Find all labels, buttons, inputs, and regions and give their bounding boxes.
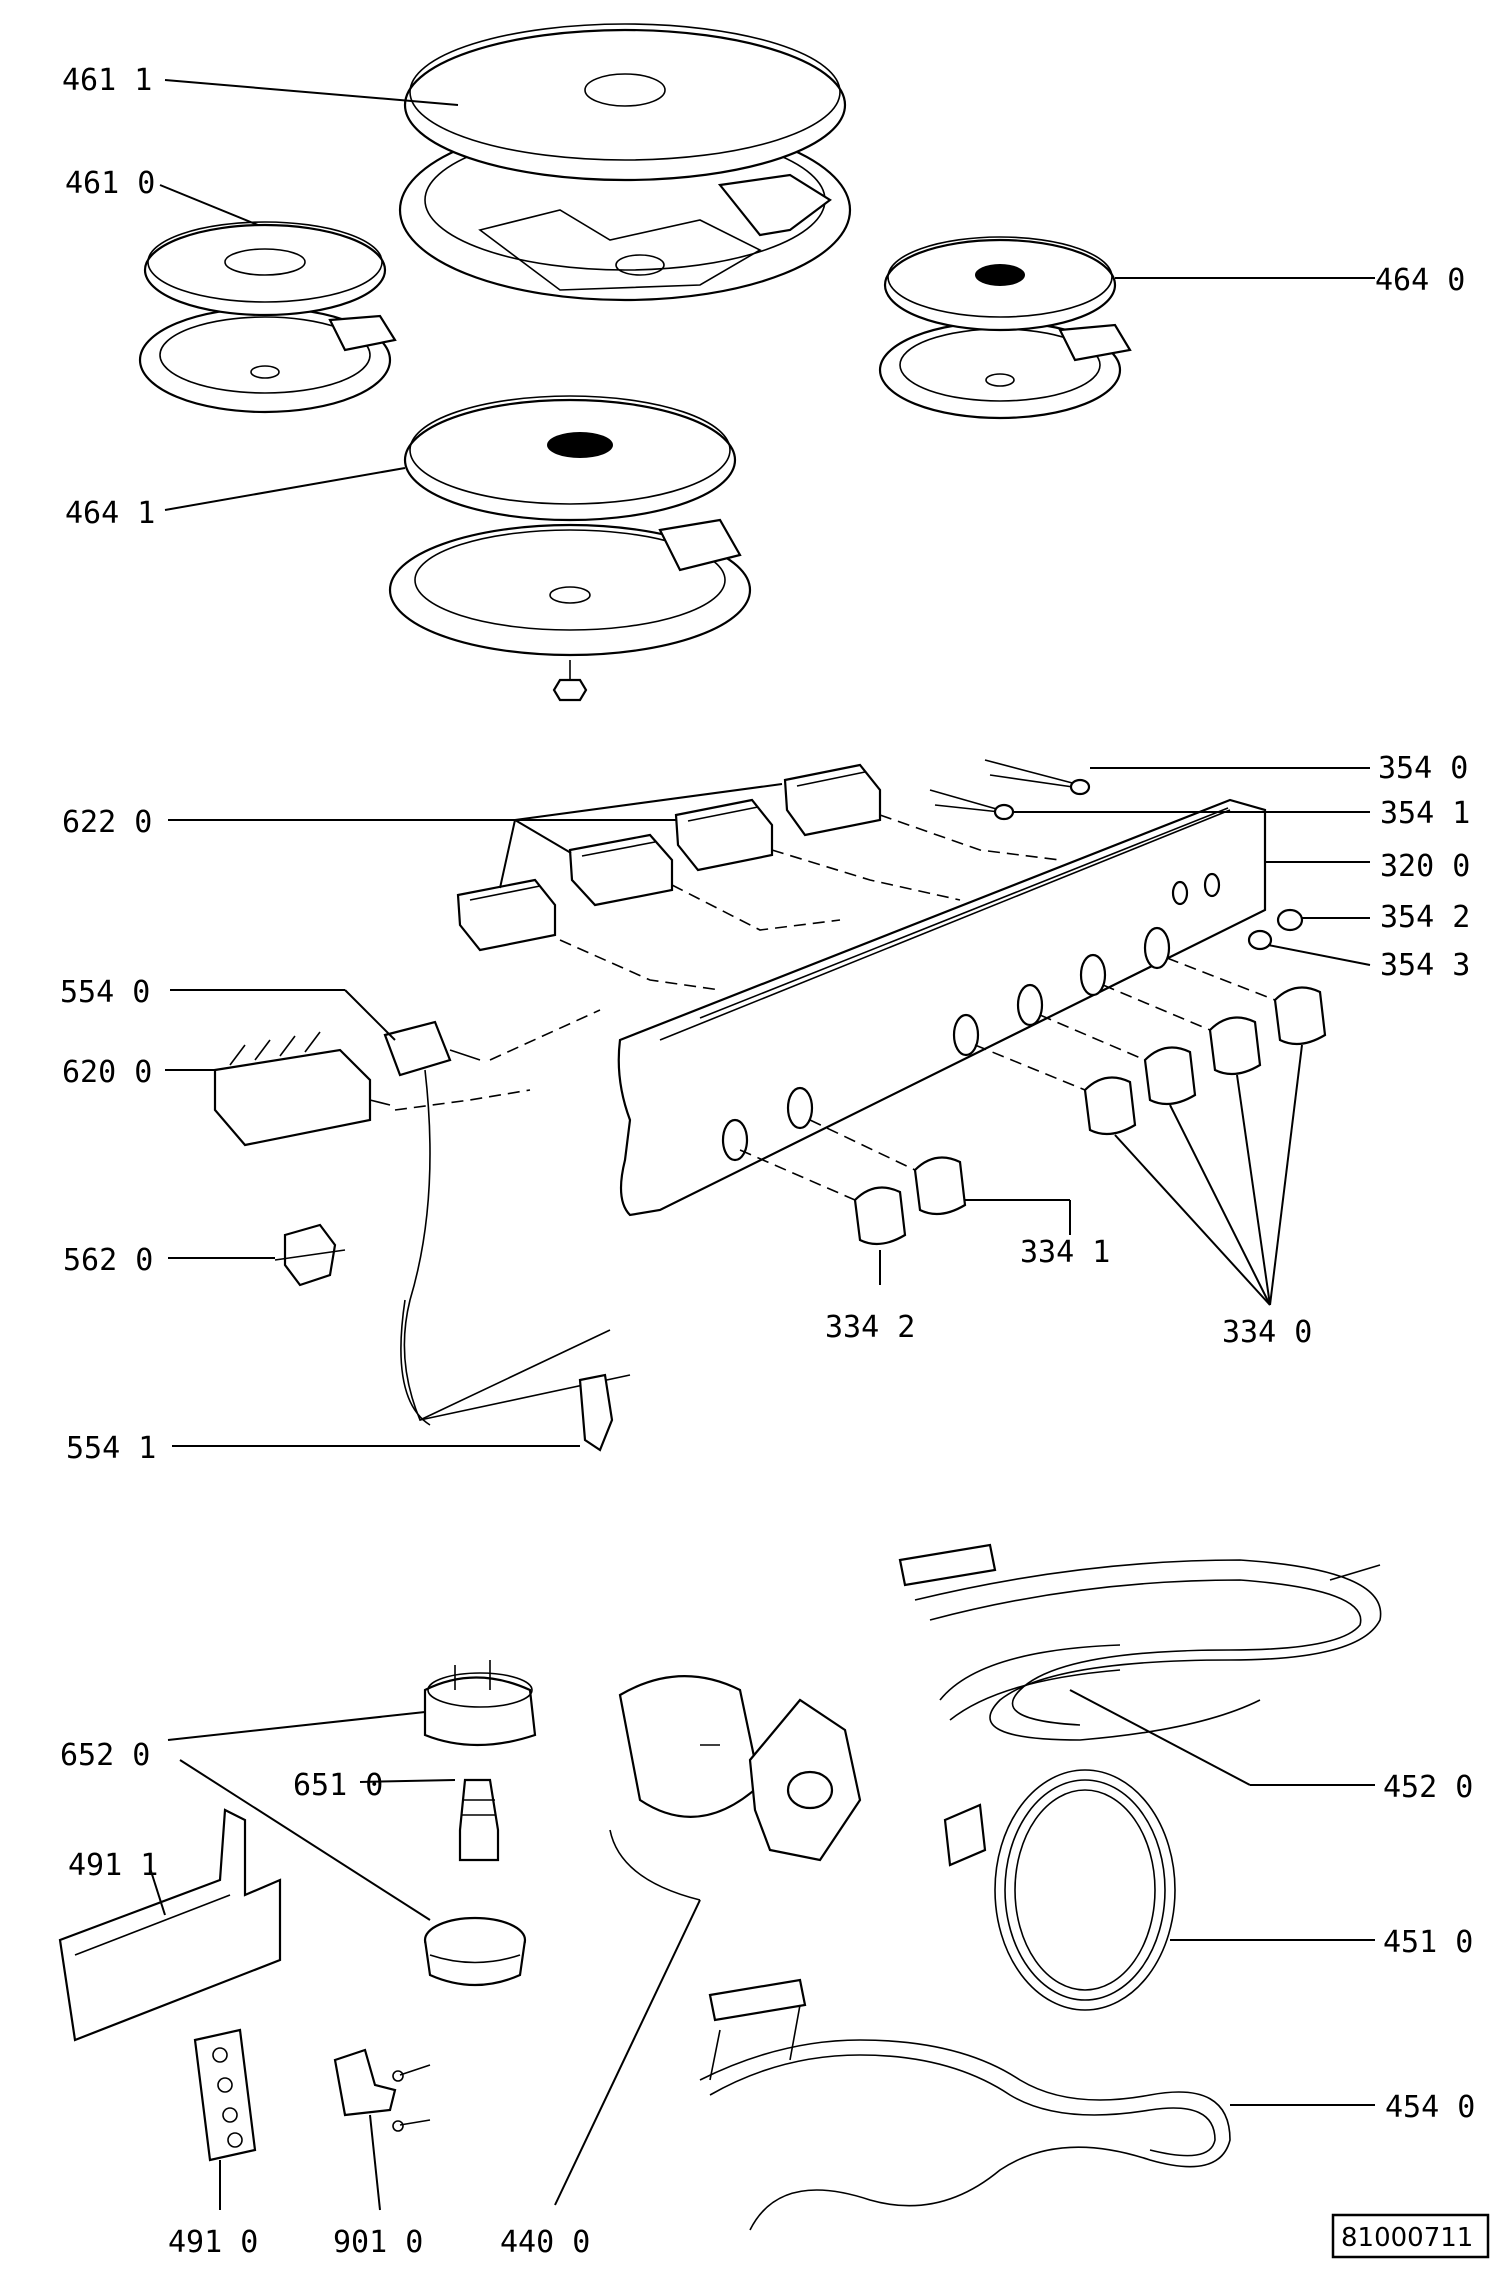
label-491-1: 491 1: [68, 1848, 158, 1883]
energy-regulator-620-0: [213, 1031, 391, 1147]
capillary-clip-554-1: [578, 1373, 614, 1452]
label-354-3: 354 3: [1380, 948, 1470, 983]
label-901-0: 901 0: [333, 2225, 423, 2260]
label-461-1: 461 1: [62, 63, 152, 98]
bottom-element-454-0: [699, 1978, 1231, 2231]
label-562-0: 562 0: [63, 1243, 153, 1278]
label-354-1: 354 1: [1380, 796, 1470, 831]
thermal-cutout-562-0: [274, 1223, 346, 1287]
label-464-1: 464 1: [65, 496, 155, 531]
label-652-0: 652 0: [60, 1738, 150, 1773]
earth-clamp-901-0: [333, 2048, 431, 2132]
mounting-bracket-491-1: [58, 1808, 282, 2042]
hotplate-large-461-1: [398, 23, 852, 302]
label-320-0: 320 0: [1380, 849, 1470, 884]
label-464-0: 464 0: [1375, 263, 1465, 298]
control-knobs-334: [853, 986, 1327, 1246]
oven-lamp-cover-652-0b: [423, 1916, 527, 1987]
oven-lamp-holder-652-0: [423, 1660, 537, 1747]
thermostat-554-0: [383, 1020, 631, 1426]
circular-element-451-0: [943, 1769, 1176, 2011]
label-622-0: 622 0: [62, 805, 152, 840]
label-440-0: 440 0: [500, 2225, 590, 2260]
indicator-lamps-354: [929, 759, 1304, 951]
label-354-0: 354 0: [1378, 751, 1468, 786]
label-334-0: 334 0: [1222, 1315, 1312, 1350]
label-454-0: 454 0: [1385, 2090, 1475, 2125]
hotplate-medium-464-0: [878, 236, 1132, 420]
label-451-0: 451 0: [1383, 1925, 1473, 1960]
document-id-box: [1331, 2213, 1490, 2259]
hotplate-small-461-0: [138, 221, 397, 414]
hotplate-large-464-1: [388, 395, 752, 702]
label-554-1: 554 1: [66, 1431, 156, 1466]
label-334-2: 334 2: [825, 1310, 915, 1345]
fan-motor-440-0: [618, 1675, 862, 1862]
label-461-0: 461 0: [65, 166, 155, 201]
label-620-0: 620 0: [62, 1055, 152, 1090]
terminal-block-491-0: [193, 2028, 257, 2162]
selector-switches-622-0: [456, 763, 882, 952]
label-354-2: 354 2: [1380, 900, 1470, 935]
oven-lamp-bulb-651-0: [458, 1778, 500, 1862]
label-491-0: 491 0: [168, 2225, 258, 2260]
label-334-1: 334 1: [1020, 1235, 1110, 1270]
grill-element-452-0: [898, 1543, 1382, 1741]
control-panel-320-0: [617, 798, 1267, 1217]
label-554-0: 554 0: [60, 975, 150, 1010]
label-651-0: 651 0: [293, 1768, 383, 1803]
document-id: 81000711: [1341, 2223, 1473, 2253]
label-452-0: 452 0: [1383, 1770, 1473, 1805]
